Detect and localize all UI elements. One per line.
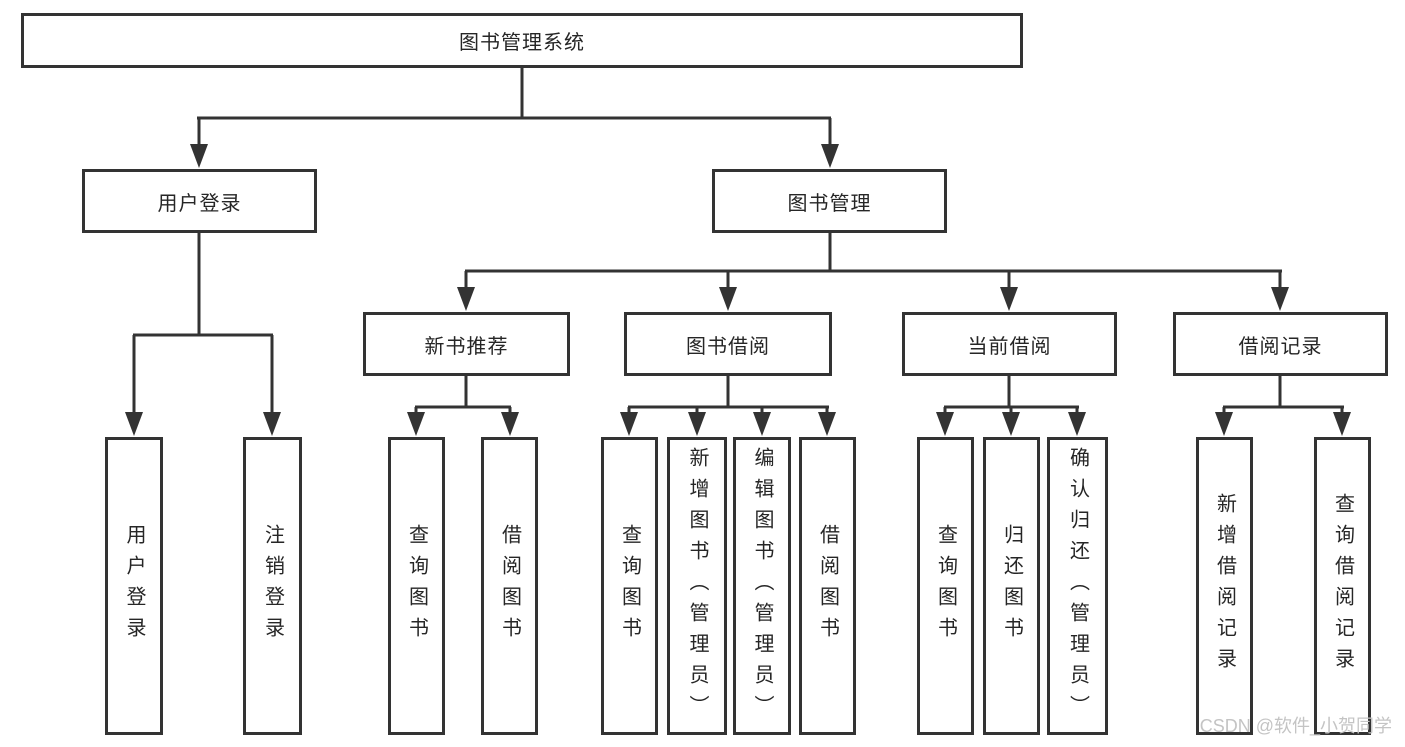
leaf-query-books-borrow-label: 查询图书 (618, 524, 641, 648)
leaf-query-borrow-record: 查询借阅记录 (1314, 437, 1371, 735)
leaf-return-books-label: 归还图书 (1000, 524, 1023, 648)
leaf-user-login: 用户登录 (105, 437, 163, 735)
connector-borrow-record-branch (1215, 376, 1351, 436)
node-book-mgmt: 图书管理 (712, 169, 947, 233)
node-root-system-label: 图书管理系统 (459, 32, 585, 54)
leaf-edit-books-admin: 编辑图书（管理员） (733, 437, 791, 735)
node-book-borrow: 图书借阅 (624, 312, 832, 376)
node-user-login: 用户登录 (82, 169, 317, 233)
leaf-add-borrow-record: 新增借阅记录 (1196, 437, 1253, 735)
node-book-borrow-label: 图书借阅 (686, 335, 770, 358)
leaf-logout-label: 注销登录 (261, 524, 284, 648)
node-borrow-record: 借阅记录 (1173, 312, 1388, 376)
leaf-edit-books-admin-label: 编辑图书（管理员） (751, 446, 773, 726)
watermark: CSDN @软件_小贺同学 (1199, 716, 1392, 736)
node-borrow-record-label: 借阅记录 (1238, 335, 1323, 358)
leaf-add-books-admin: 新增图书（管理员） (667, 437, 727, 735)
leaf-borrow-books-rec: 借阅图书 (481, 437, 538, 735)
leaf-logout: 注销登录 (243, 437, 302, 735)
leaf-query-books-borrow: 查询图书 (601, 437, 658, 735)
node-current-borrow: 当前借阅 (902, 312, 1117, 376)
node-new-book-rec: 新书推荐 (363, 312, 570, 376)
connector-root-to-level2 (190, 66, 839, 168)
node-root-system: 图书管理系统 (21, 13, 1023, 68)
leaf-confirm-return-admin: 确认归还（管理员） (1047, 437, 1108, 735)
leaf-query-books-rec-label: 查询图书 (405, 524, 428, 648)
leaf-add-borrow-record-label: 新增借阅记录 (1213, 493, 1236, 679)
node-book-mgmt-label: 图书管理 (787, 192, 872, 215)
leaf-query-books-current-label: 查询图书 (934, 524, 957, 648)
leaf-add-books-admin-label: 新增图书（管理员） (686, 446, 708, 726)
connector-current-borrow-branch (936, 376, 1086, 436)
leaf-query-books-current: 查询图书 (917, 437, 974, 735)
connector-book-mgmt-branch (457, 233, 1289, 311)
node-current-borrow-label: 当前借阅 (967, 335, 1052, 358)
connector-book-borrow-branch (620, 376, 836, 436)
leaf-query-books-rec: 查询图书 (388, 437, 445, 735)
leaf-borrow-books-label: 借阅图书 (816, 524, 839, 648)
node-user-login-label: 用户登录 (157, 192, 242, 215)
connector-user-login-branch (125, 233, 281, 436)
leaf-borrow-books: 借阅图书 (799, 437, 856, 735)
leaf-return-books: 归还图书 (983, 437, 1040, 735)
leaf-user-login-label: 用户登录 (123, 524, 145, 648)
leaf-borrow-books-rec-label: 借阅图书 (498, 524, 521, 648)
leaf-confirm-return-admin-label: 确认归还（管理员） (1066, 446, 1089, 726)
leaf-query-borrow-record-label: 查询借阅记录 (1331, 493, 1354, 679)
connector-new-book-rec-branch (407, 376, 519, 436)
node-new-book-rec-label: 新书推荐 (424, 335, 509, 358)
